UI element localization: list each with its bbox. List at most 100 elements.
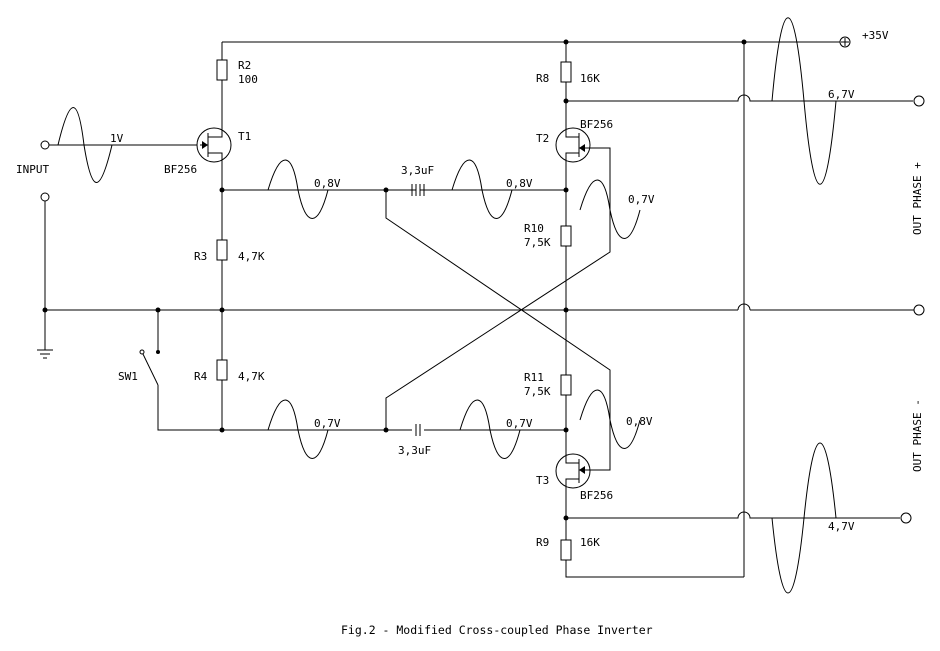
cross-wire-b: [385, 147, 611, 430]
t3-ref: T3: [536, 474, 549, 487]
junction-dots: [42, 39, 747, 521]
t3-channel: [565, 455, 580, 487]
cap-bottom-right-level: 0,7V: [506, 417, 533, 430]
r8-value: 16K: [580, 72, 600, 85]
ground-symbol: [37, 349, 53, 359]
supply-terminal-plus: [841, 38, 849, 46]
resistor-r8: [560, 61, 572, 83]
r4-ref: R4: [194, 370, 208, 383]
t2-gate-arrow: [579, 144, 585, 152]
cross-wire-a: [385, 190, 611, 471]
out-phase-plus-label: OUT PHASE +: [911, 162, 924, 235]
transistor-t3: [555, 453, 591, 489]
junction-dot: [155, 307, 161, 313]
junction-dot: [741, 39, 747, 45]
t2-channel: [565, 128, 580, 162]
resistor-r10: [560, 225, 572, 247]
out-plus-amplitude: 6,7V: [828, 88, 855, 101]
input-label: INPUT: [16, 163, 49, 176]
wiring: [37, 41, 915, 578]
t3-type: BF256: [580, 489, 613, 502]
capacitor-bottom-plates: [415, 424, 421, 436]
r2-value: 100: [238, 73, 258, 86]
labels: +35V INPUT 1V R2 100 T1 BF256 R3 4,7K R4…: [16, 29, 924, 637]
t3-gate-arrow: [579, 466, 585, 474]
out-plus-terminal: [913, 95, 925, 107]
r11-ref: R11: [524, 371, 544, 384]
junction-dot: [219, 187, 225, 193]
resistors: [216, 59, 572, 561]
out-common-terminal: [913, 304, 925, 316]
t3-source-waveform: [579, 389, 641, 449]
r4-value: 4,7K: [238, 370, 265, 383]
t1-gate-arrow: [202, 141, 208, 149]
junction-dot: [219, 427, 225, 433]
t3-source-level: 0,8V: [626, 415, 653, 428]
junction-dot: [563, 187, 569, 193]
t1-source-waveform: [267, 159, 329, 219]
t2-source-level: 0,7V: [628, 193, 655, 206]
junction-dot: [563, 515, 569, 521]
capacitor-top-plates: [415, 184, 421, 196]
cap-top-waveform: [451, 159, 513, 219]
t1-ref: T1: [238, 130, 251, 143]
sw1-lever: [141, 351, 159, 386]
t2-source-waveform: [579, 179, 641, 239]
r2-ref: R2: [238, 59, 251, 72]
out-plus-line: [566, 94, 913, 102]
mid-hop: [737, 303, 751, 311]
junction-dot: [563, 307, 569, 313]
t2-type: BF256: [580, 118, 613, 131]
sw-line-level: 0,7V: [314, 417, 341, 430]
input-waveform: [57, 107, 113, 183]
cap-bottom-value: 3,3uF: [398, 444, 431, 457]
figure-caption: Fig.2 - Modified Cross-coupled Phase Inv…: [341, 623, 653, 637]
cap-top-value: 3,3uF: [401, 164, 434, 177]
resistor-r4: [216, 359, 228, 381]
sw1-lower-wire: [157, 385, 222, 431]
sw1-contact: [139, 349, 145, 355]
junction-dot: [383, 427, 389, 433]
terminals: [40, 36, 925, 524]
junction-dot: [219, 307, 225, 313]
out-plus-waveform: [771, 17, 837, 185]
cap-bottom-waveform: [459, 399, 521, 459]
junction-dot: [42, 307, 48, 313]
r3-value: 4,7K: [238, 250, 265, 263]
transistor-t1: [196, 127, 232, 163]
junction-dot: [563, 427, 569, 433]
t3-body: [555, 453, 591, 489]
r3-ref: R3: [194, 250, 207, 263]
r9-ref: R9: [536, 536, 549, 549]
capacitor-top: [411, 184, 425, 196]
t1-type: BF256: [164, 163, 197, 176]
t2-ref: T2: [536, 132, 549, 145]
input-ground-terminal: [40, 192, 50, 202]
input-amplitude: 1V: [110, 132, 124, 145]
out-minus-waveform: [771, 442, 837, 594]
resistor-r3: [216, 239, 228, 261]
r9-value: 16K: [580, 536, 600, 549]
t2-body: [555, 127, 591, 163]
r11-value: 7,5K: [524, 385, 551, 398]
t1-source-level: 0,8V: [314, 177, 341, 190]
t3-to-r9: [565, 487, 744, 578]
r10-value: 7,5K: [524, 236, 551, 249]
resistor-r2: [216, 59, 228, 81]
resistor-r9: [560, 539, 572, 561]
junction-dot: [383, 187, 389, 193]
out-minus-terminal: [900, 512, 912, 524]
transistor-t2: [555, 127, 591, 163]
out-minus-line: [566, 511, 900, 519]
capacitors: [411, 184, 425, 436]
input-terminal: [40, 140, 50, 150]
junction-dot: [563, 39, 569, 45]
sw-line-waveform: [267, 399, 329, 459]
sw1-contact: [156, 350, 160, 354]
junction-dot: [563, 98, 569, 104]
resistor-r11: [560, 374, 572, 396]
waveforms: [57, 17, 837, 594]
cap-top-right-level: 0,8V: [506, 177, 533, 190]
